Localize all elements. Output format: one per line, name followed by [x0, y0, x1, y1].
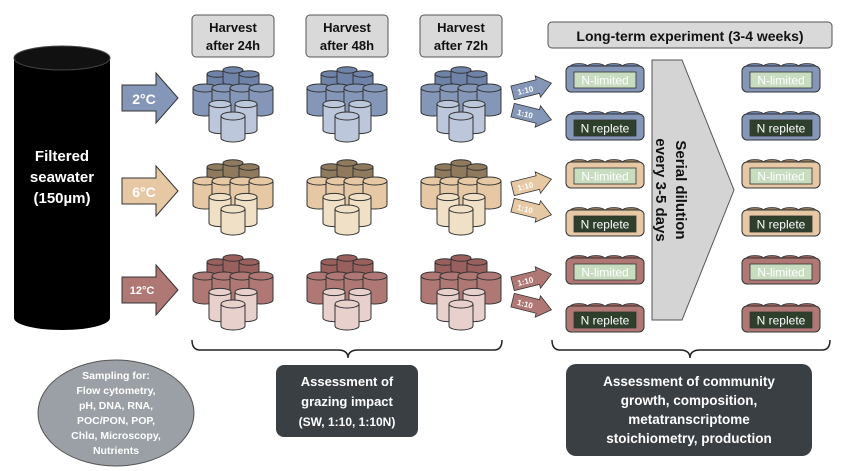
sampling-line-3: POC/PON, POP,: [77, 415, 155, 427]
sampling-line-0: Sampling for:: [82, 370, 150, 382]
filtered-seawater-cylinder: Filtered seawater (150µm): [13, 45, 111, 330]
temp-label-2c: 2°C: [132, 91, 156, 107]
dilution-label: 1:10: [516, 203, 534, 216]
bottle-cluster: [306, 254, 388, 331]
sampling-line-4: Chlɑ, Microscopy,: [71, 430, 161, 442]
treatment-label: N-limited: [581, 74, 628, 88]
harvest-header-72h: Harvest after 72h: [419, 14, 503, 58]
temp-label-6c: 6°C: [132, 184, 156, 200]
bottle-cluster: [192, 159, 274, 236]
tray-replete: N replete: [565, 303, 645, 333]
grazing-brace: [191, 339, 503, 359]
bottle-cluster: [420, 159, 502, 236]
treatment-label: N replete: [581, 314, 630, 328]
harvest-72h-line2: after 72h: [434, 38, 488, 53]
community-line-2: metatranscriptome: [628, 412, 750, 427]
temp-arrow-2c: 2°C: [121, 71, 179, 125]
grazing-line-1: grazing impact: [301, 394, 393, 409]
bottle-cluster: [420, 254, 502, 331]
harvest-72h-line1: Harvest: [437, 20, 485, 35]
harvest-48h-line1: Harvest: [323, 20, 371, 35]
long-term-header: Long-term experiment (3-4 weeks): [547, 21, 833, 49]
harvest-24h-line1: Harvest: [209, 20, 257, 35]
tray-limited: N-limited: [565, 63, 645, 93]
community-line-3: stoichiometry, production: [606, 431, 772, 446]
bottle-cluster: [306, 66, 388, 143]
serial-dilution-line1: Serial dilution: [672, 140, 689, 239]
bottle-cluster: [192, 254, 274, 331]
tray-limited: N-limited: [565, 255, 645, 285]
treatment-label: N replete: [757, 218, 806, 232]
dilution-arrow: 1:10: [510, 197, 553, 223]
bottle-cluster: [192, 66, 274, 143]
dilution-label: 1:10: [517, 180, 535, 193]
harvest-48h-line2: after 48h: [320, 38, 374, 53]
sampling-line-2: pH, DNA, RNA,: [79, 400, 153, 412]
community-line-1: growth, composition,: [621, 393, 758, 408]
tray-replete: N replete: [565, 207, 645, 237]
long-term-label: Long-term experiment (3-4 weeks): [576, 28, 803, 44]
community-assessment-box: Assessment of community growth, composit…: [566, 364, 812, 456]
treatment-label: N replete: [581, 218, 630, 232]
tray-replete: N replete: [565, 111, 645, 141]
sampling-line-1: Flow cytometry,: [76, 385, 155, 397]
sampling-line-5: Nutrients: [93, 445, 139, 457]
treatment-label: N-limited: [757, 74, 804, 88]
treatment-label: N-limited: [581, 266, 628, 280]
dilution-arrow: 1:10: [510, 102, 553, 128]
tray-replete: N replete: [741, 207, 821, 237]
dilution-arrows: 1:10 1:10 1:10 1:10 1:10 1:10: [510, 75, 553, 318]
tray-limited: N-limited: [741, 63, 821, 93]
temp-arrow-6c: 6°C: [121, 164, 179, 218]
grazing-assessment-box: Assessment of grazing impact (SW, 1:10, …: [276, 365, 418, 437]
tray-replete: N replete: [741, 111, 821, 141]
bottle-clusters: [192, 66, 502, 331]
tray-limited: N-limited: [565, 159, 645, 189]
seawater-line2: seawater: [30, 169, 94, 186]
tray-replete: N replete: [741, 303, 821, 333]
bottle-cluster: [420, 66, 502, 143]
dilution-arrow: 1:10: [510, 171, 553, 197]
dilution-label: 1:10: [517, 275, 535, 288]
treatment-label: N replete: [757, 314, 806, 328]
temp-label-12c: 12°C: [130, 285, 155, 297]
tray-limited: N-limited: [741, 159, 821, 189]
harvest-header-48h: Harvest after 48h: [305, 14, 389, 58]
dilution-label: 1:10: [516, 298, 534, 311]
harvest-header-24h: Harvest after 24h: [191, 14, 275, 58]
dilution-arrow: 1:10: [510, 75, 553, 101]
treatment-label: N replete: [757, 122, 806, 136]
treatment-label: N replete: [581, 122, 630, 136]
dilution-arrow: 1:10: [510, 292, 553, 318]
seawater-line3: (150µm): [34, 190, 91, 207]
treatment-label: N-limited: [581, 170, 628, 184]
serial-dilution-arrow: Serial dilution every 3-5 days: [651, 59, 735, 321]
treatment-label: N-limited: [757, 266, 804, 280]
grazing-line-2: (SW, 1:10, 1:10N): [299, 415, 396, 429]
seawater-line1: Filtered: [35, 148, 89, 165]
dilution-label: 1:10: [517, 84, 535, 97]
dilution-label: 1:10: [516, 108, 534, 121]
harvest-24h-line2: after 24h: [206, 38, 260, 53]
temp-arrow-12c: 12°C: [121, 263, 179, 317]
grazing-line-0: Assessment of: [301, 374, 394, 389]
tray-limited: N-limited: [741, 255, 821, 285]
community-brace: [551, 339, 831, 359]
serial-dilution-line2: every 3-5 days: [652, 138, 669, 241]
bottle-cluster: [306, 159, 388, 236]
treatment-label: N-limited: [757, 170, 804, 184]
community-line-0: Assessment of community: [603, 374, 775, 389]
sampling-oval: Sampling for: Flow cytometry, pH, DNA, R…: [37, 359, 195, 467]
dilution-arrow: 1:10: [510, 266, 553, 292]
